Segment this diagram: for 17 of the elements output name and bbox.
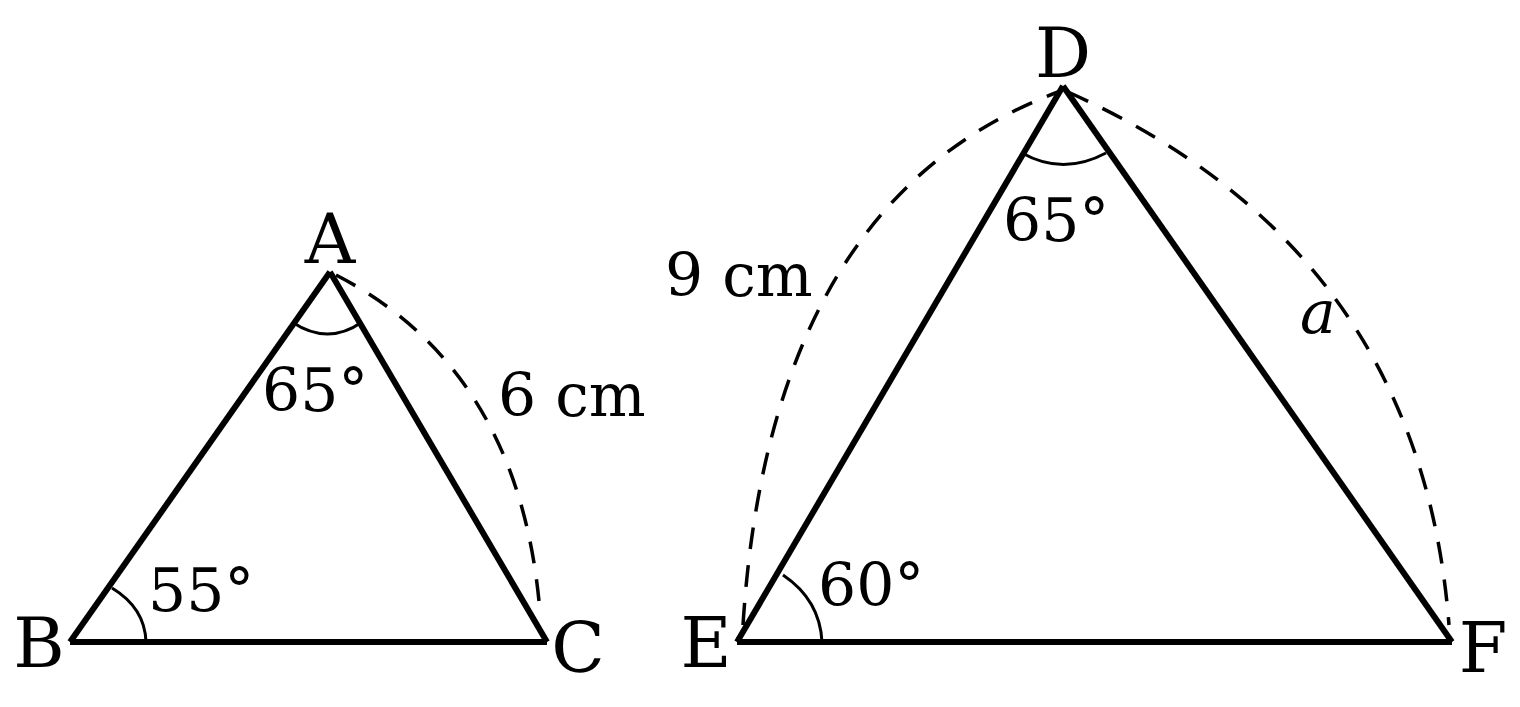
triangle-side [737, 639, 1452, 645]
vertex-label: B [8, 610, 70, 676]
vertex-label: A [300, 206, 360, 272]
vertex-label: F [1452, 615, 1514, 681]
vertex-label: E [675, 610, 737, 676]
triangle-side [70, 639, 547, 645]
vertex-label: D [1033, 20, 1093, 86]
side-length-label: 6 cm [498, 365, 646, 425]
side-length-label: 9 cm [665, 245, 813, 305]
angle-label: 55° [148, 560, 255, 620]
angle-label: 60° [818, 555, 925, 615]
angle-label: 65° [262, 360, 369, 420]
side-length-label: a [1300, 282, 1336, 342]
triangle-side [327, 270, 550, 644]
vertex-label: C [547, 615, 609, 681]
angle-label: 65° [1003, 190, 1110, 250]
triangle-side [67, 270, 333, 644]
